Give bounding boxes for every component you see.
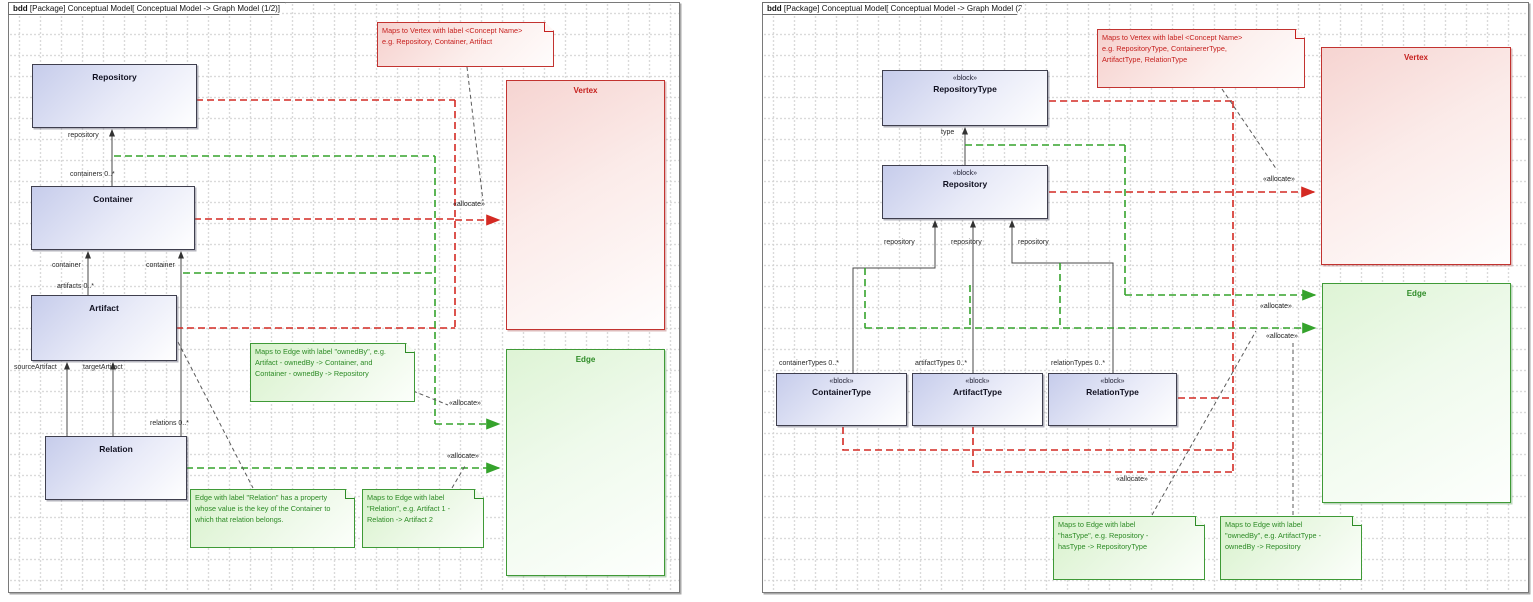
block-repository[interactable]: Repository bbox=[32, 64, 197, 128]
block-artifact-type-name: ArtifactType bbox=[953, 387, 1002, 397]
label-repository[interactable]: repository bbox=[68, 132, 99, 139]
label-artifacts-mult[interactable]: artifacts 0..* bbox=[57, 283, 94, 290]
label-target-artifact[interactable]: targetArtifact bbox=[83, 364, 123, 371]
label-container-types-mult[interactable]: containerTypes 0..* bbox=[779, 360, 839, 367]
label-container-right[interactable]: container bbox=[146, 262, 175, 269]
left-ownedby-mapping-note[interactable]: Maps to Edge with label "ownedBy", e.g. … bbox=[250, 343, 415, 402]
right-vertex-mapping-note[interactable]: Maps to Vertex with label <Concept Name>… bbox=[1097, 29, 1305, 88]
right-hastype-mapping-note[interactable]: Maps to Edge with label "hasType", e.g. … bbox=[1053, 516, 1205, 580]
label-repository-3[interactable]: repository bbox=[1018, 239, 1049, 246]
right-ownedby-mapping-note-text: Maps to Edge with label "ownedBy", e.g. … bbox=[1225, 520, 1322, 551]
right-vertex-node[interactable]: Vertex bbox=[1321, 47, 1511, 265]
label-artifact-types-mult[interactable]: artifactTypes 0..* bbox=[915, 360, 968, 367]
block-relation-type[interactable]: «block» RelationType bbox=[1048, 373, 1177, 426]
block-repository-2[interactable]: «block» Repository bbox=[882, 165, 1048, 219]
block-repository-name: Repository bbox=[92, 72, 137, 82]
block-relation-name: Relation bbox=[99, 444, 133, 454]
block-repository-2-name: Repository bbox=[942, 179, 988, 189]
left-edge-name: Edge bbox=[575, 355, 596, 364]
left-relation-property-note-text: Edge with label "Relation" has a propert… bbox=[195, 493, 331, 524]
left-vertex-mapping-note[interactable]: Maps to Vertex with label <Concept Name>… bbox=[377, 22, 554, 67]
left-diagram-title-tab: bdd [Package] Conceptual Model[ Conceptu… bbox=[8, 2, 286, 15]
label-source-artifact[interactable]: sourceArtifact bbox=[14, 364, 57, 371]
label-type[interactable]: type bbox=[941, 129, 955, 136]
right-allocate-label-edge-2[interactable]: «allocate» bbox=[1266, 333, 1298, 340]
label-repository-1[interactable]: repository bbox=[884, 239, 915, 246]
right-allocate-label-bottom[interactable]: «allocate» bbox=[1116, 476, 1148, 483]
label-relation-types-mult[interactable]: relationTypes 0..* bbox=[1051, 360, 1106, 367]
right-ownedby-mapping-note[interactable]: Maps to Edge with label "ownedBy", e.g. … bbox=[1220, 516, 1362, 580]
left-vertex-mapping-note-text: Maps to Vertex with label <Concept Name>… bbox=[382, 26, 523, 46]
block-container-name: Container bbox=[93, 194, 133, 204]
left-allocate-label-edge-1[interactable]: «allocate» bbox=[449, 400, 481, 407]
block-repository-2-stereotype: «block» bbox=[952, 170, 978, 177]
right-hastype-mapping-note-text: Maps to Edge with label "hasType", e.g. … bbox=[1058, 520, 1149, 551]
label-container-left[interactable]: container bbox=[52, 262, 81, 269]
right-diagram-kind: bdd bbox=[767, 4, 782, 13]
left-edge-node[interactable]: Edge bbox=[506, 349, 665, 576]
block-artifact[interactable]: Artifact bbox=[31, 295, 177, 361]
right-allocate-label-vertex[interactable]: «allocate» bbox=[1263, 176, 1295, 183]
block-relation[interactable]: Relation bbox=[45, 436, 187, 500]
block-container-type-stereotype: «block» bbox=[829, 378, 854, 385]
block-repository-type[interactable]: «block» RepositoryType bbox=[882, 70, 1048, 126]
block-relation-type-stereotype: «block» bbox=[1100, 378, 1125, 385]
block-container[interactable]: Container bbox=[31, 186, 195, 250]
left-relation-edge-note-text: Maps to Edge with label "Relation", e.g.… bbox=[367, 493, 451, 524]
block-repository-type-name: RepositoryType bbox=[933, 84, 997, 94]
block-artifact-type-stereotype: «block» bbox=[965, 378, 990, 385]
block-container-type[interactable]: «block» ContainerType bbox=[776, 373, 907, 426]
label-repository-2[interactable]: repository bbox=[951, 239, 982, 246]
left-diagram-kind: bdd bbox=[13, 4, 28, 13]
right-allocate-label-edge-1[interactable]: «allocate» bbox=[1260, 303, 1292, 310]
block-artifact-name: Artifact bbox=[89, 303, 119, 313]
right-edge-node[interactable]: Edge bbox=[1322, 283, 1511, 503]
right-diagram-title-tab: bdd [Package] Conceptual Model[ Conceptu… bbox=[762, 2, 1024, 15]
block-relation-type-name: RelationType bbox=[1086, 387, 1139, 397]
block-artifact-type[interactable]: «block» ArtifactType bbox=[912, 373, 1043, 426]
left-allocate-label-vertex[interactable]: «allocate» bbox=[453, 201, 485, 208]
right-edge-name: Edge bbox=[1406, 289, 1427, 298]
left-diagram-title: [Package] Conceptual Model[ Conceptual M… bbox=[27, 4, 281, 13]
label-relations-mult[interactable]: relations 0..* bbox=[150, 420, 189, 427]
right-vertex-name: Vertex bbox=[1403, 53, 1429, 62]
right-diagram-title: [Package] Conceptual Model[ Conceptual M… bbox=[781, 4, 1035, 13]
right-vertex-mapping-note-text: Maps to Vertex with label <Concept Name>… bbox=[1102, 33, 1243, 64]
left-vertex-name: Vertex bbox=[573, 86, 598, 95]
left-ownedby-mapping-note-text: Maps to Edge with label "ownedBy", e.g. … bbox=[255, 347, 386, 378]
block-repository-type-stereotype: «block» bbox=[952, 75, 978, 82]
left-relation-property-note[interactable]: Edge with label "Relation" has a propert… bbox=[190, 489, 355, 548]
left-vertex-node[interactable]: Vertex bbox=[506, 80, 665, 330]
left-relation-edge-note[interactable]: Maps to Edge with label "Relation", e.g.… bbox=[362, 489, 484, 548]
label-containers-mult[interactable]: containers 0..* bbox=[70, 171, 115, 178]
block-container-type-name: ContainerType bbox=[812, 387, 871, 397]
left-allocate-label-edge-2[interactable]: «allocate» bbox=[447, 453, 479, 460]
